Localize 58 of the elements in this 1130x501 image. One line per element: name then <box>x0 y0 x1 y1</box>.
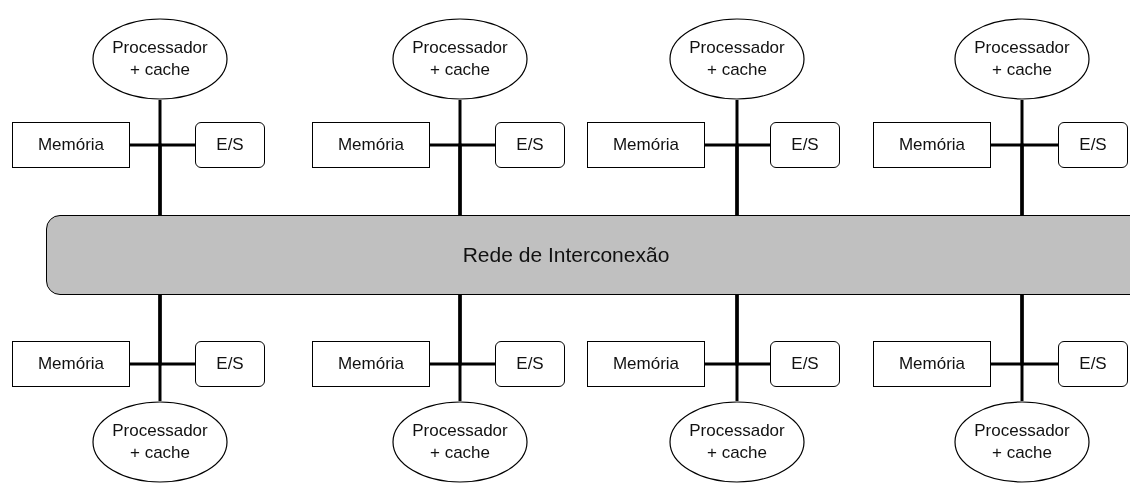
processor-ellipse <box>392 401 528 483</box>
connector-line <box>735 143 770 215</box>
node-label: Processador + cache <box>689 38 785 79</box>
io-box <box>195 341 265 387</box>
memory-box <box>873 122 991 168</box>
io-box <box>495 341 565 387</box>
network-bar <box>46 215 1130 295</box>
node-label: Processador + cache <box>974 421 1070 462</box>
node-label: Processador + cache <box>412 421 508 462</box>
memory-box <box>12 341 130 387</box>
node-label: E/S <box>1079 354 1107 373</box>
processor-ellipse <box>669 401 805 483</box>
memory-box <box>587 122 705 168</box>
node-label: E/S <box>791 135 819 154</box>
io-box <box>770 341 840 387</box>
memory-box <box>873 341 991 387</box>
node-label: E/S <box>791 354 819 373</box>
connector-line <box>1020 295 1058 366</box>
connector-line <box>458 143 495 215</box>
node-label: Rede de Interconexão <box>462 243 670 266</box>
io-box <box>495 122 565 168</box>
processor-ellipse <box>92 401 228 483</box>
processor-ellipse <box>669 18 805 100</box>
connector-line <box>158 143 195 215</box>
io-box <box>195 122 265 168</box>
node-label: Memória <box>898 354 966 373</box>
node-label: Memória <box>612 135 680 154</box>
processor-ellipse <box>392 18 528 100</box>
node-label: E/S <box>516 135 544 154</box>
node-label: Processador + cache <box>112 421 208 462</box>
node-label: Processador + cache <box>412 38 508 79</box>
node-label: Memória <box>37 135 105 154</box>
processor-ellipse <box>954 401 1090 483</box>
memory-box <box>312 122 430 168</box>
memory-box <box>312 341 430 387</box>
node-label: E/S <box>1079 135 1107 154</box>
memory-box <box>12 122 130 168</box>
node-label: Memória <box>898 135 966 154</box>
node-label: Memória <box>337 135 405 154</box>
connector-line <box>735 295 770 366</box>
node-label: E/S <box>216 354 244 373</box>
io-box <box>1058 122 1128 168</box>
node-label: Processador + cache <box>689 421 785 462</box>
io-box <box>1058 341 1128 387</box>
io-box <box>770 122 840 168</box>
node-label: Processador + cache <box>112 38 208 79</box>
node-label: Processador + cache <box>974 38 1070 79</box>
connector-line <box>1020 143 1058 215</box>
node-label: Memória <box>37 354 105 373</box>
node-label: Memória <box>612 354 680 373</box>
node-label: Memória <box>337 354 405 373</box>
memory-box <box>587 341 705 387</box>
node-label: E/S <box>216 135 244 154</box>
connector-line <box>158 295 195 366</box>
processor-ellipse <box>954 18 1090 100</box>
connector-line <box>458 295 495 366</box>
node-label: E/S <box>516 354 544 373</box>
processor-ellipse <box>92 18 228 100</box>
